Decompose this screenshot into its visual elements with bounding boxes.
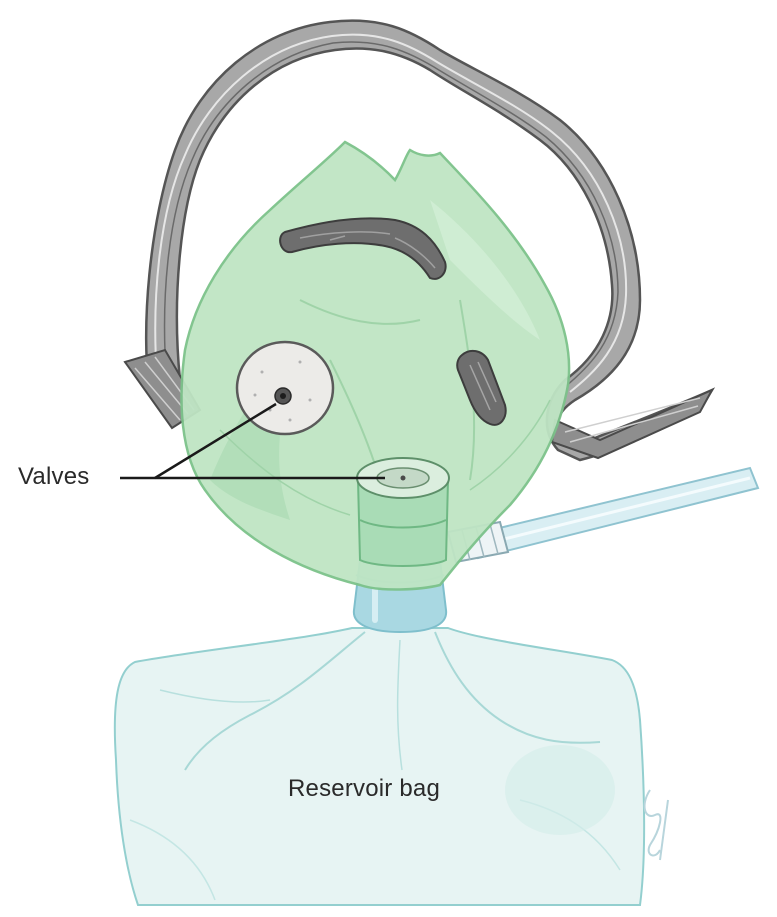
side-valve-texture [299, 361, 302, 364]
side-valve-texture [289, 419, 292, 422]
side-valve-texture [261, 371, 264, 374]
side-valve-center-dot [280, 393, 286, 399]
artist-signature-icon [645, 790, 668, 860]
reservoir-bag [115, 628, 644, 905]
side-valve-texture [309, 399, 312, 402]
side-valve-texture [254, 394, 257, 397]
valves-label: Valves [18, 463, 89, 491]
center-valve-dot [401, 476, 406, 481]
reservoir-bag-label: Reservoir bag [288, 775, 440, 803]
bag-shading [505, 745, 615, 835]
center-valve [357, 458, 449, 566]
